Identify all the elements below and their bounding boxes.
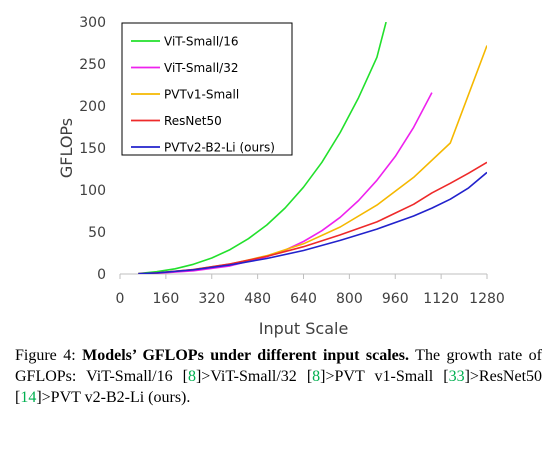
y-axis-title: GFLOPs bbox=[57, 118, 76, 178]
x-tick-label: 0 bbox=[116, 291, 125, 307]
x-tick-label: 160 bbox=[153, 291, 180, 307]
y-tick-label: 300 bbox=[79, 15, 106, 31]
y-tick-label: 250 bbox=[79, 57, 106, 73]
legend-label: ViT-Small/16 bbox=[164, 35, 238, 49]
legend-label: PVTv2-B2-Li (ours) bbox=[164, 141, 275, 155]
citation-link[interactable]: 33 bbox=[448, 368, 465, 385]
gflops-line-chart: 0 160 320 480 640 800 960 1120 1280 0 50 100 150 200 2… bbox=[57, 15, 505, 338]
x-tick-label: 960 bbox=[382, 291, 409, 307]
legend-label: PVTv1-Small bbox=[164, 88, 239, 102]
x-tick-label: 480 bbox=[244, 291, 271, 307]
citation-link[interactable]: 14 bbox=[20, 389, 37, 406]
caption-text: ]>PVT v1-Small [ bbox=[320, 368, 449, 385]
caption-text: ]>PVT v2-B2-Li (ours). bbox=[36, 389, 191, 406]
caption-title: Models’ GFLOPs under different input sca… bbox=[82, 347, 410, 364]
x-tick-label: 1120 bbox=[423, 291, 459, 307]
x-tick-label: 640 bbox=[290, 291, 317, 307]
caption-text: The growth rate of GFLOPs: ViT-Small/16 … bbox=[15, 347, 543, 385]
x-tick-label: 320 bbox=[198, 291, 225, 307]
series-line bbox=[138, 161, 487, 274]
y-tick-label: 50 bbox=[88, 225, 106, 241]
citation-link[interactable]: 8 bbox=[187, 368, 196, 385]
caption-label: Figure 4: bbox=[15, 347, 83, 364]
caption-text: ]>ViT-Small/32 [ bbox=[195, 368, 313, 385]
series-line bbox=[138, 171, 487, 274]
legend: ViT-Small/16ViT-Small/32PVTv1-SmallResNe… bbox=[121, 22, 293, 156]
series-line bbox=[138, 22, 387, 274]
y-tick-label: 100 bbox=[79, 183, 106, 199]
series-lines bbox=[138, 22, 487, 274]
tick-labels: 0 160 320 480 640 800 960 1120 1280 0 50 100 150 200 2… bbox=[79, 15, 505, 307]
axes bbox=[119, 273, 488, 279]
caption-text: ]>ResNet50 [ bbox=[15, 368, 543, 406]
y-tick-label: 150 bbox=[79, 141, 106, 157]
y-tick-label: 200 bbox=[79, 99, 106, 115]
legend-box bbox=[121, 22, 293, 156]
x-axis-title: Input Scale bbox=[259, 319, 349, 338]
legend-label: ResNet50 bbox=[164, 114, 222, 128]
x-tick-label: 800 bbox=[336, 291, 363, 307]
x-tick-label: 1280 bbox=[469, 291, 505, 307]
y-tick-label: 0 bbox=[97, 267, 106, 283]
legend-label: ViT-Small/32 bbox=[164, 61, 238, 75]
figure-caption: Figure 4: Models’ GFLOPs under different… bbox=[15, 345, 542, 408]
citation-link[interactable]: 8 bbox=[312, 368, 321, 385]
series-line bbox=[138, 92, 433, 274]
